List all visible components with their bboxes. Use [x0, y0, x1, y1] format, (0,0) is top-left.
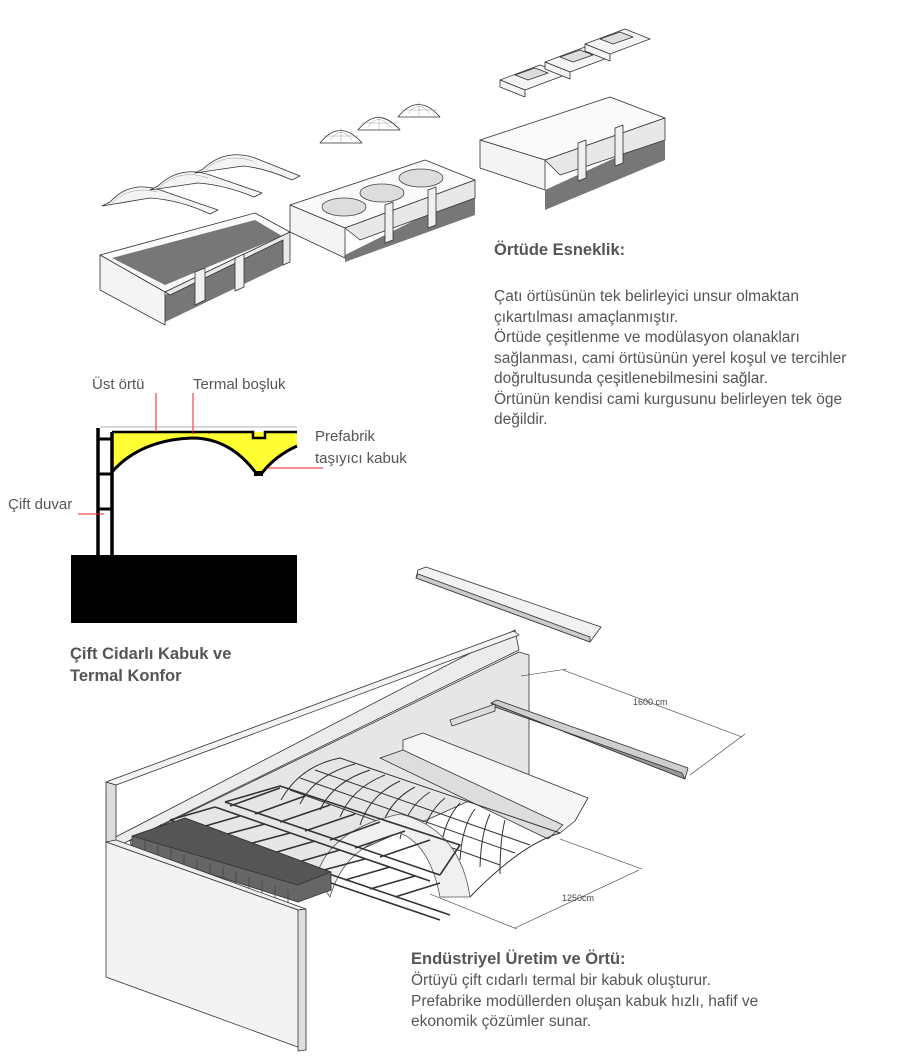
- text-line: çıkartılması amaçlanmıştır.: [494, 308, 679, 326]
- dimension-width: 1250cm: [562, 893, 595, 903]
- building-vault-roof: [99, 154, 301, 326]
- label-prefab-shell-1: Prefabrik: [315, 428, 376, 445]
- text-line: Çatı örtüsünün tek belirleyici unsur olm…: [494, 288, 799, 305]
- text-line: Prefabrike modüllerden oluşan kabuk hızl…: [411, 992, 759, 1010]
- flexibility-description: Çatı örtüsünün tek belirleyici unsur olm…: [494, 287, 846, 431]
- leader-lines: [78, 393, 323, 515]
- foundation: [71, 555, 297, 623]
- text-line: sağlanması, cami örtüsünün yerel koşul v…: [494, 349, 847, 367]
- text-line: Örtüde çeşitlenme ve modülasyon olanakla…: [494, 329, 800, 346]
- text-line: Örtüyü çift cıdarlı termal bir kabuk olu…: [411, 972, 711, 989]
- industrial-title: Endüstriyel Üretim ve Örtü:: [411, 950, 626, 968]
- building-skylight-roof: [479, 28, 666, 210]
- label-thermal-gap: Termal boşluk: [193, 376, 286, 393]
- flexibility-title: Örtüde Esneklik:: [494, 241, 626, 259]
- text-line: değildir.: [494, 411, 548, 428]
- text-line: ekonomik çözümler sunar.: [411, 1013, 592, 1030]
- text-line: doğrultusunda çeşitlenebilmesini sağlar.: [494, 370, 768, 387]
- section-title-line-2: Termal Konfor: [70, 667, 182, 685]
- dimension-lines: [429, 668, 746, 930]
- building-dome-roof: [289, 102, 476, 262]
- label-top-cover: Üst örtü: [92, 376, 145, 393]
- label-prefab-shell-2: taşıyıcı kabuk: [315, 450, 407, 467]
- dimension-length: 1600 cm: [633, 697, 668, 707]
- industrial-shell-drawing: [105, 566, 746, 1052]
- text-line: Örtünün kendisi cami kurgusunu belirleye…: [494, 390, 843, 408]
- label-double-wall: Çift duvar: [8, 496, 73, 513]
- section-title-line-1: Çift Cidarlı Kabuk ve: [70, 645, 232, 663]
- industrial-description: Örtüyü çift cıdarlı termal bir kabuk olu…: [411, 971, 758, 1033]
- section-drawing: [71, 393, 323, 623]
